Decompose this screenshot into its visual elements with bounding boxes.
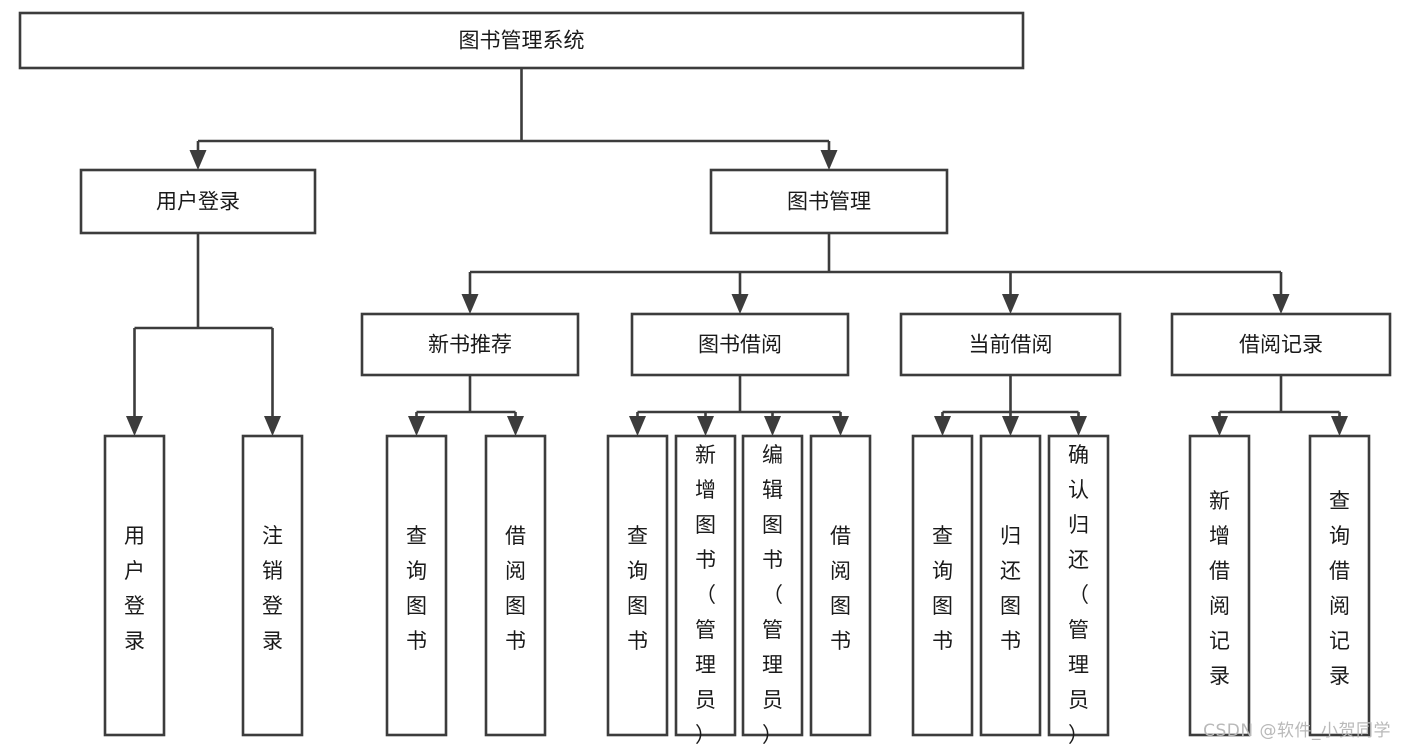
- arrow-root-to-level1-0-head: [189, 150, 207, 170]
- connector-layer: [126, 68, 1348, 436]
- arrow-leaf-0-0-head: [126, 416, 143, 436]
- level1-node-box-0[interactable]: [79, 168, 317, 235]
- leaf-node-label-4: 查询图书: [627, 524, 648, 653]
- arrow-leaf-4-1-head: [1331, 416, 1348, 436]
- level2-node-box-1[interactable]: [630, 312, 850, 377]
- level1-node-box-1[interactable]: [709, 168, 949, 235]
- arrow-leaf-0-1-head: [264, 416, 281, 436]
- leaf-node-box-8[interactable]: [911, 434, 974, 737]
- leaf-node-box-6[interactable]: [741, 434, 804, 737]
- arrow-leaf-2-2-head: [764, 416, 781, 436]
- arrow-leaf-1-0-head: [408, 416, 425, 436]
- leaf-node-label-5: 新增图书（管理员）: [695, 443, 716, 747]
- leaf-node-box-7[interactable]: [809, 434, 872, 737]
- leaf-node-box-9[interactable]: [979, 434, 1042, 737]
- leaf-node-box-11[interactable]: [1188, 434, 1251, 737]
- level2-node-label-0: 新书推荐: [428, 333, 512, 357]
- leaf-node-label-8: 查询图书: [932, 524, 953, 653]
- arrow-level2-1-head: [731, 294, 749, 314]
- arrow-root-to-level1-1-head: [820, 150, 838, 170]
- level2-node-label-1: 图书借阅: [698, 333, 782, 357]
- arrow-leaf-2-0-head: [629, 416, 646, 436]
- leaf-node-label-2: 查询图书: [406, 524, 427, 653]
- arrow-leaf-3-2-head: [1070, 416, 1087, 436]
- level1-node-label-1: 图书管理: [787, 190, 871, 214]
- root-node-label: 图书管理系统: [459, 29, 585, 53]
- arrow-level2-2-head: [1002, 294, 1019, 314]
- leaf-node-label-10: 确认归还（管理员）: [1068, 443, 1089, 747]
- leaf-node-box-2[interactable]: [385, 434, 448, 737]
- leaf-node-box-1[interactable]: [241, 434, 304, 737]
- leaf-node-label-9: 归还图书: [1000, 524, 1021, 653]
- arrow-leaf-3-1-head: [1002, 416, 1019, 436]
- leaf-node-label-11: 新增借阅记录: [1209, 489, 1230, 688]
- leaf-node-box-3[interactable]: [484, 434, 547, 737]
- leaf-node-box-0[interactable]: [103, 434, 166, 737]
- leaf-node-box-12[interactable]: [1308, 434, 1371, 737]
- arrow-leaf-3-0-head: [934, 416, 951, 436]
- arrow-leaf-2-1-head: [697, 416, 714, 436]
- leaf-node-label-3: 借阅图书: [505, 524, 526, 653]
- arrow-leaf-1-1-head: [507, 416, 524, 436]
- leaf-node-label-12: 查询借阅记录: [1329, 489, 1350, 688]
- level2-node-label-2: 当前借阅: [969, 333, 1053, 357]
- leaf-node-label-1: 注销登录: [262, 524, 283, 653]
- arrow-level2-3-head: [1272, 294, 1290, 314]
- node-layer: 图书管理系统用户登录图书管理新书推荐图书借阅当前借阅借阅记录用户登录注销登录查询…: [18, 11, 1392, 747]
- leaf-node-label-7: 借阅图书: [830, 524, 851, 653]
- arrow-level2-0-head: [461, 294, 479, 314]
- leaf-node-box-10[interactable]: [1047, 434, 1110, 737]
- level2-node-box-3[interactable]: [1170, 312, 1392, 377]
- leaf-node-label-0: 用户登录: [124, 524, 145, 653]
- leaf-node-box-4[interactable]: [606, 434, 669, 737]
- level1-node-label-0: 用户登录: [156, 190, 240, 214]
- level2-node-box-2[interactable]: [899, 312, 1122, 377]
- root-node-box[interactable]: [18, 11, 1025, 70]
- leaf-node-box-5[interactable]: [674, 434, 737, 737]
- leaf-node-label-6: 编辑图书（管理员）: [762, 443, 783, 747]
- level2-node-box-0[interactable]: [360, 312, 580, 377]
- arrow-leaf-4-0-head: [1211, 416, 1228, 436]
- level2-node-label-3: 借阅记录: [1239, 333, 1323, 357]
- arrow-leaf-2-3-head: [832, 416, 849, 436]
- csdn-watermark: CSDN @软件_小贺同学: [1203, 721, 1391, 741]
